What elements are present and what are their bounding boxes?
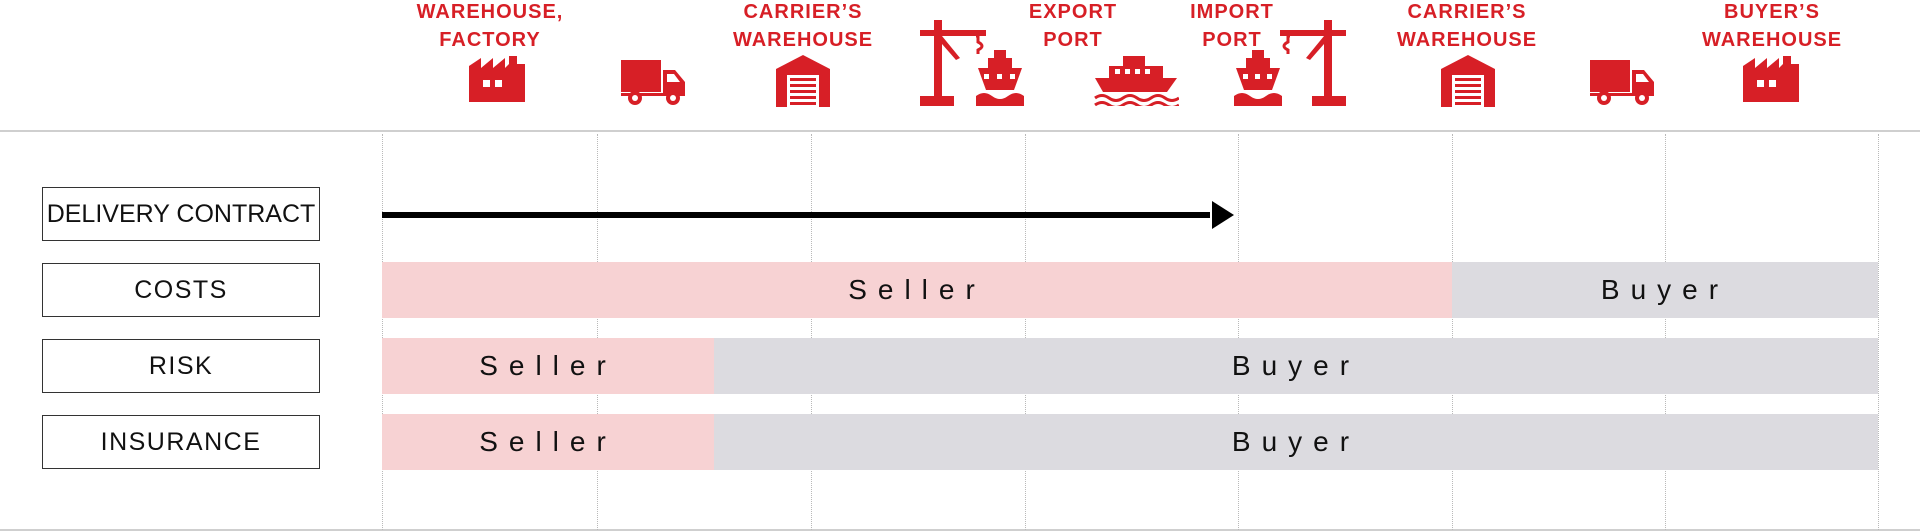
- crane-ship-icon: [920, 20, 1032, 106]
- column-guide: [1878, 134, 1879, 530]
- location-label-export-port: EXPORT PORT: [1028, 1, 1118, 51]
- row-label-insurance: INSURANCE: [42, 415, 320, 469]
- costs-seller-segment: Seller: [382, 262, 1452, 318]
- risk-buyer-segment: Buyer: [714, 338, 1878, 394]
- column-guide: [1025, 134, 1026, 530]
- factory-icon: [1743, 56, 1799, 102]
- column-guide: [382, 134, 383, 530]
- truck-icon: [1590, 60, 1654, 106]
- location-label-import-port: IMPORT PORT: [1190, 1, 1274, 51]
- factory-icon: [469, 56, 525, 102]
- row-label-delivery-contract: DELIVERY CONTRACT: [42, 187, 320, 241]
- column-guide: [1452, 134, 1453, 530]
- column-guide: [597, 134, 598, 530]
- location-label-buyers-warehouse: BUYER’S WAREHOUSE: [1701, 1, 1843, 51]
- location-label-warehouse-factory: WAREHOUSE, FACTORY: [416, 1, 564, 51]
- risk-seller-segment: Seller: [382, 338, 714, 394]
- warehouse-icon: [776, 55, 830, 107]
- ship-crane-icon: [1234, 20, 1346, 106]
- warehouse-icon: [1441, 55, 1495, 107]
- column-guide: [1665, 134, 1666, 530]
- delivery-contract-arrow: [382, 201, 1234, 229]
- header-divider: [0, 130, 1920, 132]
- row-label-costs: COSTS: [42, 263, 320, 317]
- truck-icon: [621, 60, 685, 106]
- ship-waves-icon: [1093, 50, 1179, 106]
- costs-buyer-segment: Buyer: [1452, 262, 1878, 318]
- insurance-buyer-segment: Buyer: [714, 414, 1878, 470]
- column-guide: [1238, 134, 1239, 530]
- row-label-risk: RISK: [42, 339, 320, 393]
- location-label-carriers-warehouse-export: CARRIER’S WAREHOUSE: [732, 1, 874, 51]
- column-guide: [811, 134, 812, 530]
- bottom-divider: [0, 529, 1920, 531]
- insurance-seller-segment: Seller: [382, 414, 714, 470]
- location-label-carriers-warehouse-import: CARRIER’S WAREHOUSE: [1396, 1, 1538, 51]
